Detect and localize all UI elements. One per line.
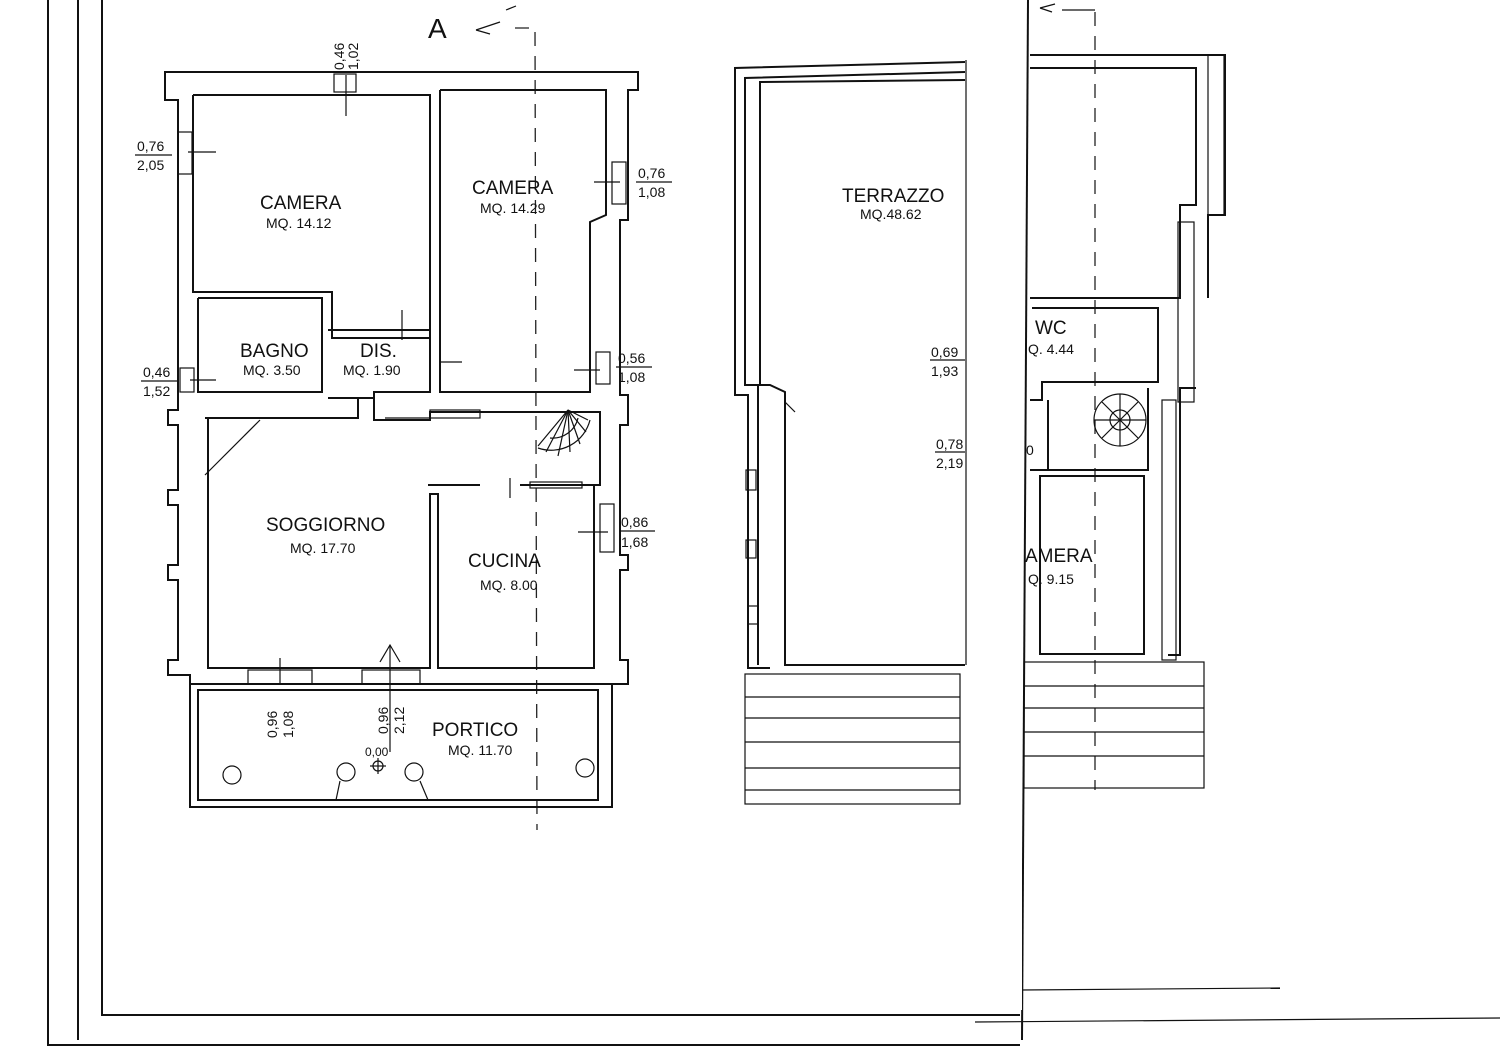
room-label-camera-1: CAMERA MQ. 14.12 xyxy=(260,193,342,231)
window-dim-terrazzo-2: 0,78 2,19 xyxy=(936,436,963,471)
svg-text:MQ. 17.70: MQ. 17.70 xyxy=(290,540,356,556)
roof-tiles-left xyxy=(744,673,961,805)
window-dim-top: 0,46 1,02 xyxy=(331,43,361,70)
svg-text:2,19: 2,19 xyxy=(936,455,963,471)
spiral-staircase-upper-icon xyxy=(1093,393,1147,447)
level-label: 0,00 xyxy=(365,745,389,759)
window-dim-entrance: 0,96 2,12 xyxy=(375,707,407,734)
svg-text:MQ. 1.90: MQ. 1.90 xyxy=(343,362,401,378)
svg-text:SOGGIORNO: SOGGIORNO xyxy=(266,515,385,536)
window-dim-dis: 0,56 1,08 xyxy=(616,350,652,385)
svg-text:CAMERA: CAMERA xyxy=(260,193,342,214)
svg-text:0,96: 0,96 xyxy=(264,711,280,738)
room-label-bagno: BAGNO MQ. 3.50 xyxy=(240,341,309,378)
svg-text:CUCINA: CUCINA xyxy=(468,551,541,572)
room-label-camera-upper: AMERA Q. 9.15 xyxy=(1025,546,1093,587)
svg-text:MQ. 14.29: MQ. 14.29 xyxy=(480,200,546,216)
room-label-portico: PORTICO MQ. 11.70 xyxy=(432,720,518,758)
svg-text:0,76: 0,76 xyxy=(137,138,164,154)
svg-text:MQ. 3.50: MQ. 3.50 xyxy=(243,362,301,378)
section-label: A xyxy=(428,13,447,44)
ground-floor-plan xyxy=(164,71,639,808)
svg-text:2,05: 2,05 xyxy=(137,157,164,173)
svg-text:1,02: 1,02 xyxy=(345,43,361,70)
svg-text:0,46: 0,46 xyxy=(143,364,170,380)
svg-text:CAMERA: CAMERA xyxy=(472,178,554,199)
spiral-staircase-icon xyxy=(537,409,591,457)
svg-text:0,69: 0,69 xyxy=(931,344,958,360)
svg-text:MQ. 14.12: MQ. 14.12 xyxy=(266,215,332,231)
roof-tiles-right xyxy=(1023,661,1205,789)
svg-text:DIS.: DIS. xyxy=(360,341,397,362)
svg-text:2,12: 2,12 xyxy=(391,707,407,734)
svg-text:WC: WC xyxy=(1035,318,1067,339)
room-label-terrazzo: TERRAZZO MQ.48.62 xyxy=(842,186,944,222)
svg-text:PORTICO: PORTICO xyxy=(432,720,518,741)
svg-text:0,76: 0,76 xyxy=(638,165,665,181)
svg-text:1,08: 1,08 xyxy=(638,184,665,200)
sheet-border xyxy=(47,0,1500,1046)
room-label-cucina: CUCINA MQ. 8.00 xyxy=(468,551,541,593)
svg-text:1,93: 1,93 xyxy=(931,363,958,379)
svg-text:MQ. 11.70: MQ. 11.70 xyxy=(448,742,513,758)
svg-text:AMERA: AMERA xyxy=(1025,546,1093,567)
svg-text:0,96: 0,96 xyxy=(375,707,391,734)
svg-text:BAGNO: BAGNO xyxy=(240,341,309,362)
svg-text:TERRAZZO: TERRAZZO xyxy=(842,186,944,207)
room-label-wc: WC Q. 4.44 xyxy=(1028,318,1074,357)
upper-floor-plan xyxy=(1023,54,1226,789)
window-dim-camera-left: 0,76 2,05 xyxy=(135,138,172,173)
window-dim-bagno: 0,46 1,52 xyxy=(141,364,178,399)
terrace-plan xyxy=(734,61,966,805)
window-dim-soggiorno: 0,96 1,08 xyxy=(264,711,296,738)
svg-text:MQ.48.62: MQ.48.62 xyxy=(860,206,922,222)
svg-text:1,08: 1,08 xyxy=(618,369,645,385)
room-label-dis: DIS. MQ. 1.90 xyxy=(343,341,401,378)
svg-text:0,86: 0,86 xyxy=(621,514,648,530)
window-dim-camera-right: 0,76 1,08 xyxy=(636,165,672,200)
svg-text:Q. 9.15: Q. 9.15 xyxy=(1028,571,1074,587)
svg-text:1,08: 1,08 xyxy=(280,711,296,738)
svg-text:0,56: 0,56 xyxy=(618,350,645,366)
svg-text:1,52: 1,52 xyxy=(143,383,170,399)
room-label-soggiorno: SOGGIORNO MQ. 17.70 xyxy=(266,515,385,556)
svg-text:0,78: 0,78 xyxy=(936,436,963,452)
window-dim-terrazzo-1: 0,69 1,93 xyxy=(931,344,958,379)
room-label-camera-2: CAMERA MQ. 14.29 xyxy=(472,178,554,216)
section-marker: A xyxy=(428,3,1096,831)
svg-text:Q. 4.44: Q. 4.44 xyxy=(1028,341,1074,357)
svg-text:MQ. 8.00: MQ. 8.00 xyxy=(480,577,538,593)
svg-text:0,46: 0,46 xyxy=(331,43,347,70)
window-dim-cucina: 0,86 1,68 xyxy=(619,514,655,550)
dim-fragment: 0 xyxy=(1026,442,1034,458)
svg-text:1,68: 1,68 xyxy=(621,534,648,550)
